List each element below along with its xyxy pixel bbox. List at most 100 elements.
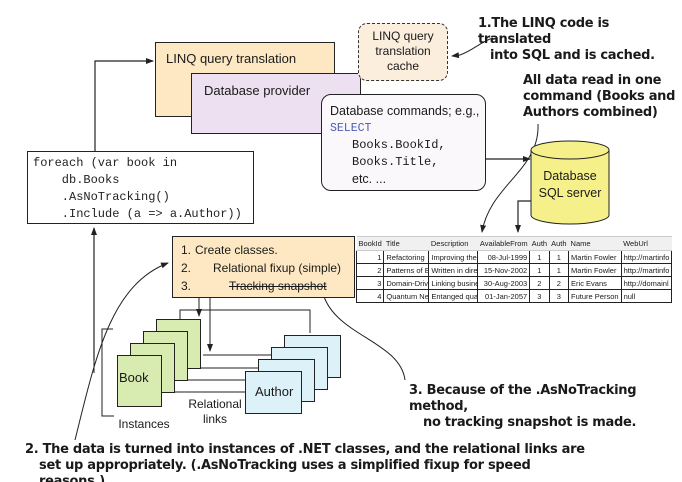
- database-cylinder-icon: [530, 140, 610, 225]
- database-provider-label: Database provider: [204, 83, 311, 98]
- database-commands-box: Database commands; e.g., SELECT Books.Bo…: [321, 94, 486, 191]
- arrow-note3-to-snapshot: [320, 288, 406, 381]
- sql-column-line: Books.Title,: [352, 155, 439, 169]
- table-cell: 1: [529, 250, 550, 264]
- database-label-line: SQL server: [538, 186, 602, 200]
- table-header-row: BookId Title Description AvailableFrom A…: [356, 236, 672, 251]
- step-number: 2.: [181, 261, 192, 275]
- database-label-line: Database: [543, 169, 597, 183]
- table-cell: 1: [529, 263, 550, 277]
- author-instance-front: Author: [245, 371, 302, 414]
- table-cell: Martin Fowler: [568, 263, 622, 277]
- annotation-line: command (Books and: [523, 89, 676, 104]
- column-header: WebUrl: [621, 236, 672, 251]
- arrow-note1-to-cache: [451, 37, 494, 59]
- table-cell: null: [620, 289, 673, 303]
- materialization-steps-box: 1. Create classes. 2. Relational fixup (…: [172, 236, 355, 298]
- linq-query-translation-cache-box: LINQ query translation cache: [358, 23, 448, 81]
- table-cell: 1: [355, 250, 385, 264]
- table-cell: Quantum Netw: [383, 289, 430, 303]
- database-commands-intro: Database commands; e.g.,: [330, 104, 480, 118]
- column-header: Title: [383, 236, 429, 251]
- annotation-line: 3. Because of the .AsNoTracking method,: [409, 383, 637, 414]
- annotation-step-3: 3. Because of the .AsNoTracking method, …: [409, 383, 679, 431]
- table-cell: 3: [355, 276, 385, 290]
- linq-query-translation-label: LINQ query translation: [166, 51, 297, 66]
- arrow-db-to-table: [515, 200, 531, 233]
- annotation-step-1: 1.The LINQ code is translated into SQL a…: [478, 16, 678, 64]
- table-cell: Refactoring: [383, 250, 430, 264]
- step-item: 3. Tracking snapshot: [181, 277, 354, 295]
- table-cell: http://domainl: [620, 276, 673, 290]
- annotation-all-data: All data read in one command (Books and …: [523, 73, 681, 121]
- column-header: Description: [428, 236, 478, 251]
- annotation-line: All data read in one: [523, 73, 662, 88]
- relational-links-line: links: [202, 412, 227, 426]
- author-label: Author: [255, 384, 294, 399]
- arrow-code-to-linq: [94, 58, 154, 151]
- table-cell: Martin Fowler: [568, 250, 622, 264]
- annotation-line: Authors combined): [523, 105, 658, 120]
- table-cell: http://martinfo: [620, 263, 673, 277]
- cache-label-line: cache: [386, 59, 420, 73]
- column-header: BookId: [356, 236, 384, 251]
- instances-label: Instances: [118, 417, 170, 431]
- cache-label-line: LINQ query: [372, 29, 434, 43]
- linq-code-box: foreach (var book in db.Books .AsNoTrack…: [27, 151, 254, 224]
- table-cell: 30-Aug-2003: [477, 276, 531, 290]
- table-cell: Linking busine: [428, 276, 479, 290]
- table-cell: Future Person: [568, 289, 622, 303]
- column-header: Name: [568, 236, 622, 251]
- instances-bracket: [101, 328, 114, 417]
- cache-label-line: translation: [375, 44, 431, 58]
- table-cell: 15-Nov-2002: [477, 263, 531, 277]
- step-text: Create classes.: [195, 243, 278, 257]
- annotation-line: into SQL and is cached.: [490, 48, 655, 63]
- database-label: Database SQL server: [531, 168, 609, 202]
- table-cell: 3: [548, 289, 570, 303]
- annotation-line: set up appropriately. (.AsNoTracking use…: [39, 458, 531, 482]
- table-cell: 2: [355, 263, 385, 277]
- step-number: 1.: [181, 243, 192, 257]
- book-label: Book: [119, 370, 149, 385]
- step-item: 1. Create classes.: [181, 241, 354, 259]
- table-cell: 1: [548, 250, 570, 264]
- annotation-line: 2. The data is turned into instances of …: [25, 442, 585, 457]
- table-cell: 4: [355, 289, 385, 303]
- table-cell: Eric Evans: [568, 276, 622, 290]
- annotation-step-2: 2. The data is turned into instances of …: [25, 442, 585, 482]
- table-cell: 01-Jan-2057: [477, 289, 531, 303]
- column-header: Auth: [549, 236, 569, 251]
- sql-etc: etc. ...: [352, 172, 387, 186]
- relational-links-label: Relational links: [180, 397, 250, 427]
- query-result-table: BookId Title Description AvailableFrom A…: [355, 236, 673, 303]
- table-cell: 3: [529, 289, 550, 303]
- column-header: AvailableFrom: [477, 236, 530, 251]
- annotation-line: no tracking snapshot is made.: [423, 415, 637, 430]
- sql-select-keyword: SELECT: [330, 122, 372, 135]
- relational-links-line: Relational: [188, 397, 242, 411]
- table-cell: 2: [529, 276, 550, 290]
- arrow-note2-to-steps: [74, 262, 169, 441]
- book-instance-front: Book: [117, 355, 162, 407]
- step-text-struck: Tracking snapshot: [229, 279, 327, 293]
- table-cell: 08-Jul-1999: [477, 250, 531, 264]
- table-cell: Improving the: [428, 250, 479, 264]
- sql-column-line: Books.BookId,: [352, 138, 446, 152]
- step-item: 2. Relational fixup (simple): [181, 259, 354, 277]
- code-line: foreach (var book in: [33, 156, 178, 170]
- step-number: 3.: [181, 279, 192, 293]
- table-cell: Entanged qua: [428, 289, 479, 303]
- table-cell: 2: [548, 276, 570, 290]
- annotation-line: 1.The LINQ code is translated: [478, 16, 610, 47]
- table-cell: http://martinfo: [620, 250, 673, 264]
- table-cell: Domain-Driven: [383, 276, 430, 290]
- step-text: Relational fixup (simple): [213, 261, 342, 275]
- table-cell: Written in dire: [428, 263, 479, 277]
